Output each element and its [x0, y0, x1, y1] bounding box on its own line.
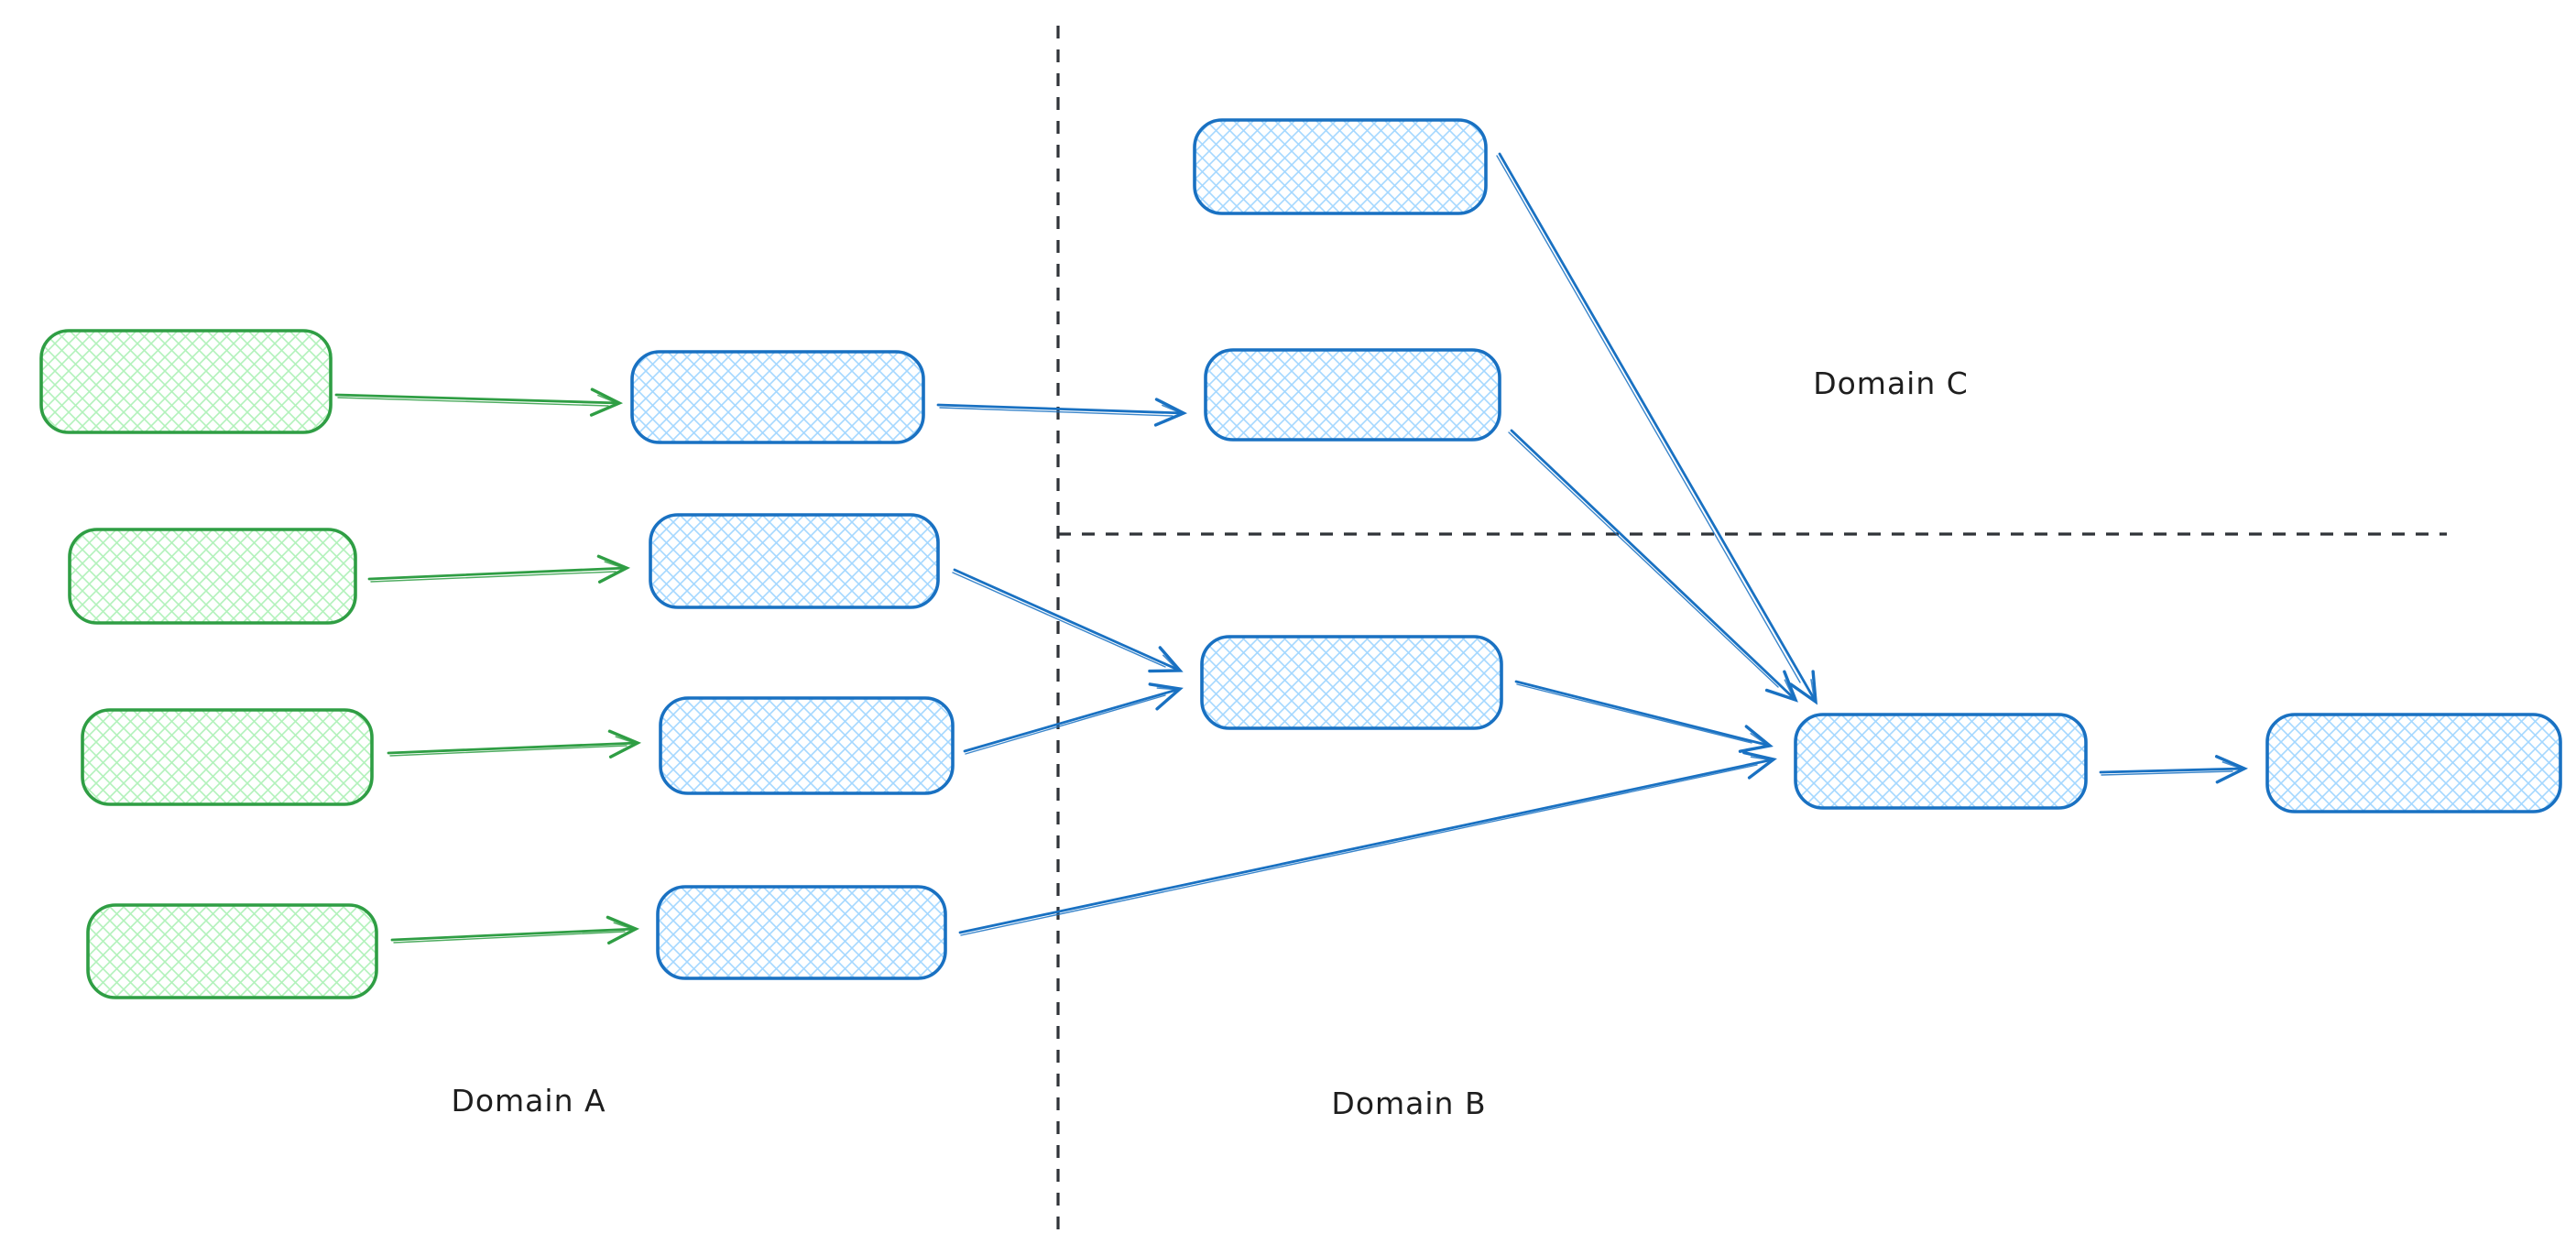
- arrow-shaft: [1510, 429, 1798, 703]
- arrow-shaft-sketch: [393, 931, 626, 944]
- arrow-shaft-sketch: [1508, 431, 1779, 688]
- node-a-mid-2: [649, 513, 940, 609]
- node-c-top: [1193, 118, 1488, 215]
- node-a-mid-3: [659, 696, 955, 795]
- label-domain-a: Domain A: [451, 1083, 606, 1119]
- edge-a-mid-2--b-left: [952, 568, 1184, 673]
- edge-c-mid--b-hub: [1508, 429, 1798, 703]
- edge-a-mid-1--c-mid: [936, 398, 1188, 427]
- edge-b-left--b-hub: [1514, 680, 1774, 753]
- arrow-shaft: [387, 729, 642, 758]
- edge-a-src-3--a-mid-3: [387, 729, 642, 758]
- arrow-shaft: [953, 568, 1184, 673]
- node-a-src-1: [39, 329, 333, 434]
- edge-a-src-1--a-mid-1: [334, 387, 624, 417]
- arrow-shaft-sketch: [337, 397, 609, 407]
- arrow-shaft-sketch: [389, 745, 628, 757]
- arrow-shaft: [390, 915, 640, 945]
- node-a-src-2: [68, 528, 357, 625]
- arrow-shaft-sketch: [1516, 683, 1752, 744]
- arrow-shaft-sketch: [965, 694, 1166, 755]
- arrow-shaft: [1498, 152, 1818, 705]
- node-b-end: [2265, 713, 2562, 813]
- arrow-shaft: [958, 750, 1777, 934]
- arrow-shaft: [367, 554, 631, 584]
- arrow-shaft-sketch: [939, 407, 1173, 417]
- edge-a-mid-4--b-hub: [958, 750, 1777, 936]
- edge-a-src-2--a-mid-2: [367, 554, 631, 584]
- node-b-left: [1200, 635, 1503, 730]
- arrow-shaft: [963, 682, 1184, 753]
- label-domain-c: Domain C: [1813, 366, 1969, 401]
- arrow-shaft-sketch: [1496, 155, 1801, 683]
- arrow-shaft-sketch: [952, 572, 1166, 668]
- arrow-shaft: [2099, 755, 2249, 784]
- edge-a-mid-3--b-left: [963, 682, 1184, 755]
- node-a-src-3: [81, 708, 374, 806]
- arrow-shaft: [936, 398, 1188, 427]
- node-b-hub: [1794, 713, 2088, 810]
- node-a-mid-1: [630, 350, 925, 444]
- label-domain-b: Domain B: [1331, 1086, 1486, 1121]
- node-a-src-4: [86, 903, 378, 999]
- edge-a-src-4--a-mid-4: [390, 915, 640, 945]
- edge-c-top--b-hub: [1496, 152, 1818, 705]
- edge-b-hub--b-end: [2099, 755, 2249, 784]
- arrow-shaft-sketch: [960, 764, 1758, 936]
- arrow-shaft-sketch: [2101, 770, 2233, 776]
- node-c-mid: [1204, 348, 1501, 442]
- node-a-mid-4: [656, 885, 947, 980]
- arrow-shaft: [1514, 680, 1774, 753]
- arrow-shaft-sketch: [370, 571, 617, 583]
- arrow-shaft: [334, 387, 624, 417]
